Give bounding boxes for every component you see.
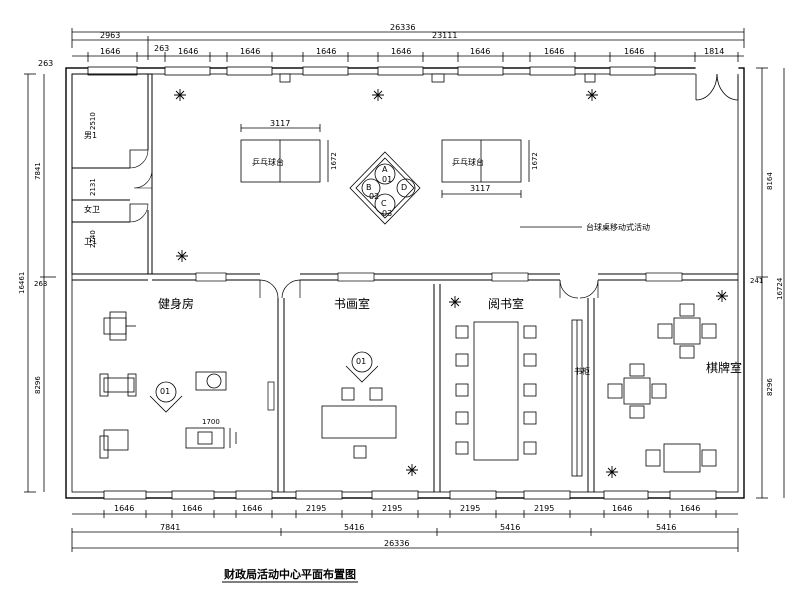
drawing-title-block: 财政局活动中心平面布置图 xyxy=(222,567,358,583)
dim-right-gap: 241 xyxy=(750,277,763,285)
table-tennis-2: 3117 1672 乒乓球台 xyxy=(441,139,539,198)
code-a: 01 xyxy=(382,175,392,184)
dim-gap-left: 263 xyxy=(38,59,53,68)
dim-bottom-w7: 2195 xyxy=(534,504,554,513)
plant-icon xyxy=(449,296,461,308)
room-wc-2: 女卫 xyxy=(84,204,100,214)
left-dimensions: 16461 7841 8296 263 xyxy=(18,73,56,493)
dim-win-3: 1646 xyxy=(240,47,260,56)
gym-code: 01 xyxy=(160,387,170,396)
plant-icon xyxy=(406,464,418,476)
plant-icon xyxy=(372,89,384,101)
code-b: 02 xyxy=(369,192,379,201)
dim-wc-h1: 2510 xyxy=(89,112,97,130)
dim-bottom-w2: 1646 xyxy=(182,504,202,513)
label-shelf: 书柜 xyxy=(574,366,590,376)
dim-bottom-seg-2: 5416 xyxy=(344,523,364,532)
seat-c: C xyxy=(381,199,387,208)
dim-top-right: 23111 xyxy=(432,31,457,40)
dim-bottom-overall: 26336 xyxy=(384,539,409,548)
dim-bottom-seg-3: 5416 xyxy=(500,523,520,532)
dim-win-1: 1646 xyxy=(100,47,120,56)
room-gym: 健身房 xyxy=(158,296,194,311)
gym-equipment: 01 1700 xyxy=(99,311,237,459)
bottom-dimensions: 1646 1646 1646 2195 2195 2195 2195 1646 … xyxy=(71,504,739,552)
seat-d: D xyxy=(401,183,407,192)
dim-win-7: 1646 xyxy=(544,47,564,56)
table-tennis-1: 3117 1672 乒乓球台 xyxy=(240,119,338,183)
dim-table-1-w: 3117 xyxy=(270,119,290,128)
right-dimensions: 8164 8296 241 16724 xyxy=(750,67,785,499)
dim-bench: 1700 xyxy=(202,418,220,426)
dim-table-2-h: 1672 xyxy=(531,152,539,170)
outer-walls xyxy=(65,67,745,499)
room-partitions xyxy=(267,284,595,492)
dim-win-8: 1646 xyxy=(624,47,644,56)
plant-icon xyxy=(606,466,618,478)
dim-win-4: 1646 xyxy=(316,47,336,56)
dim-bottom-w1: 1646 xyxy=(114,504,134,513)
label-table-tennis-1: 乒乓球台 xyxy=(252,157,284,167)
dim-right-upper: 8164 xyxy=(766,172,774,190)
bottom-windows xyxy=(103,490,717,500)
drawing-title: 财政局活动中心平面布置图 xyxy=(223,567,356,581)
painting-code: 01 xyxy=(356,357,366,366)
dim-win-6: 1646 xyxy=(470,47,490,56)
dim-gap-mid: 263 xyxy=(154,44,169,53)
pool-table-diamond: A 01 B 02 D C 03 xyxy=(349,151,421,225)
top-dimensions: 26336 2963 23111 1646 263 1646 1646 1646… xyxy=(38,23,745,68)
dim-bottom-w6: 2195 xyxy=(460,504,480,513)
dim-bottom-w4: 2195 xyxy=(306,504,326,513)
dim-table-2-w: 3117 xyxy=(470,184,490,193)
dim-right-lower: 8296 xyxy=(766,378,774,396)
label-pool-note: 台球桌移动式活动 xyxy=(586,222,650,232)
seat-b: B xyxy=(366,183,372,192)
dim-door-right: 1814 xyxy=(704,47,724,56)
plant-icon xyxy=(586,89,598,101)
pool-note: 台球桌移动式活动 xyxy=(520,222,650,232)
room-chess: 棋牌室 xyxy=(706,360,742,375)
dim-bottom-seg-4: 5416 xyxy=(656,523,676,532)
dim-left-upper: 7841 xyxy=(34,162,42,180)
dim-top-left: 2963 xyxy=(100,31,120,40)
chess-room-furniture xyxy=(607,303,717,473)
top-windows xyxy=(87,66,656,83)
plant-icons xyxy=(174,89,728,478)
room-reading: 阅书室 xyxy=(488,296,524,311)
label-table-tennis-2: 乒乓球台 xyxy=(452,157,484,167)
reading-room-furniture xyxy=(455,319,583,477)
dim-left-gap: 263 xyxy=(34,280,47,288)
entrance-door xyxy=(695,66,739,101)
plant-icon xyxy=(716,290,728,302)
room-wc-1: 男1 xyxy=(84,131,97,140)
dim-table-1-h: 1672 xyxy=(330,152,338,170)
plant-icon xyxy=(174,89,186,101)
painting-room-furniture: 01 xyxy=(321,351,397,459)
dim-win-2: 1646 xyxy=(178,47,198,56)
room-painting: 书画室 xyxy=(334,296,370,311)
dim-win-5: 1646 xyxy=(391,47,411,56)
dim-bottom-w3: 1646 xyxy=(242,504,262,513)
dim-wc-h2: 2131 xyxy=(89,178,97,196)
dim-left-total: 16461 xyxy=(18,272,26,294)
plant-icon xyxy=(176,250,188,262)
code-c: 03 xyxy=(382,209,392,218)
dim-bottom-seg-1: 7841 xyxy=(160,523,180,532)
room-wc-3: 卫1 xyxy=(84,237,97,246)
dim-left-lower: 8296 xyxy=(34,376,42,394)
dim-wc-h3: 2740 xyxy=(89,230,97,248)
dim-bottom-w8: 1646 xyxy=(612,504,632,513)
restroom-block: 男1 女卫 卫1 2510 2131 2740 xyxy=(71,73,153,275)
dim-bottom-w5: 2195 xyxy=(382,504,402,513)
hall-lower-wall xyxy=(72,272,738,299)
seat-a: A xyxy=(382,165,388,174)
dim-bottom-w9: 1646 xyxy=(680,504,700,513)
dim-right-total: 16724 xyxy=(776,277,784,300)
dim-top-overall: 26336 xyxy=(390,23,415,32)
